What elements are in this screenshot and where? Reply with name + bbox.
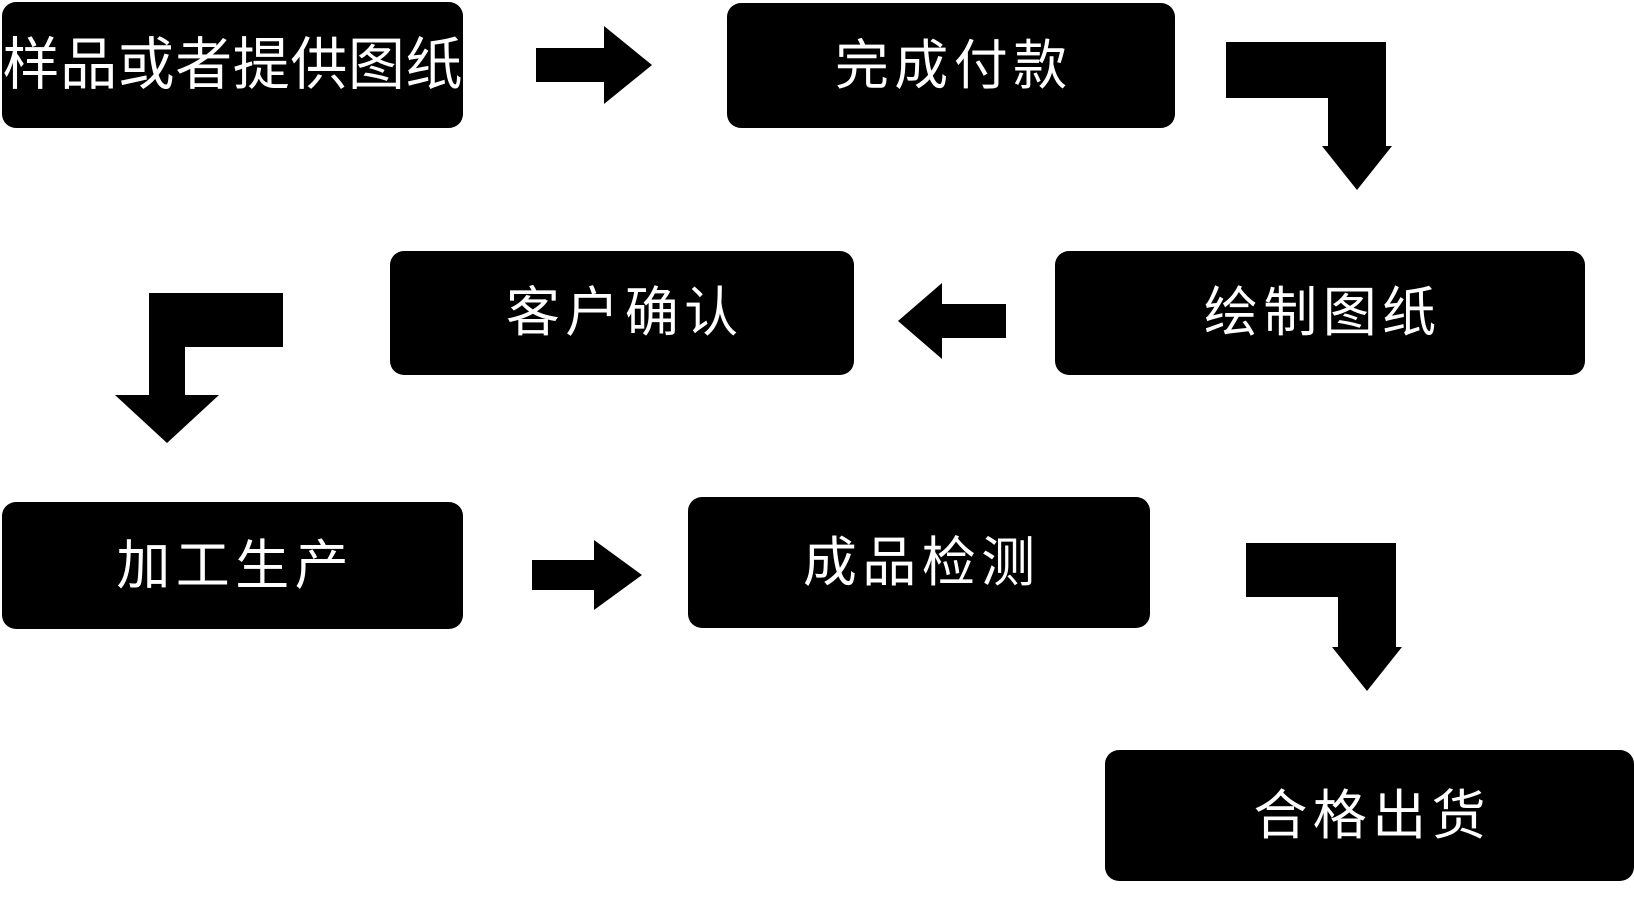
flow-node-drawing-label: 绘制图纸 — [1203, 281, 1442, 344]
flow-node-produce-label: 加工生产 — [116, 533, 354, 597]
flow-node-inspect-label: 成品检测 — [802, 530, 1041, 594]
flow-node-sample[interactable]: 样品或者提供图纸 — [2, 2, 463, 128]
connector-sample-to-payment-arrow — [536, 26, 652, 104]
connector-payment-to-drawing-arrow — [1226, 42, 1392, 190]
flow-node-ship[interactable]: 合格出货 — [1105, 750, 1634, 881]
flow-node-payment-label: 完成付款 — [834, 33, 1073, 97]
flow-node-drawing[interactable]: 绘制图纸 — [1055, 251, 1585, 375]
flow-node-sample-label: 样品或者提供图纸 — [2, 31, 464, 98]
flow-node-payment[interactable]: 完成付款 — [727, 3, 1175, 128]
connector-inspect-to-ship-arrow — [1246, 543, 1402, 691]
flow-node-inspect[interactable]: 成品检测 — [688, 497, 1150, 628]
connector-produce-to-inspect-arrow — [532, 540, 642, 610]
flow-node-confirm[interactable]: 客户确认 — [390, 251, 854, 375]
flow-node-produce[interactable]: 加工生产 — [2, 502, 463, 629]
connector-drawing-to-confirm-arrow — [898, 283, 1006, 359]
connector-confirm-to-produce-arrow — [115, 293, 283, 443]
flow-node-confirm-label: 客户确认 — [505, 281, 744, 344]
flow-node-ship-label: 合格出货 — [1253, 783, 1491, 847]
